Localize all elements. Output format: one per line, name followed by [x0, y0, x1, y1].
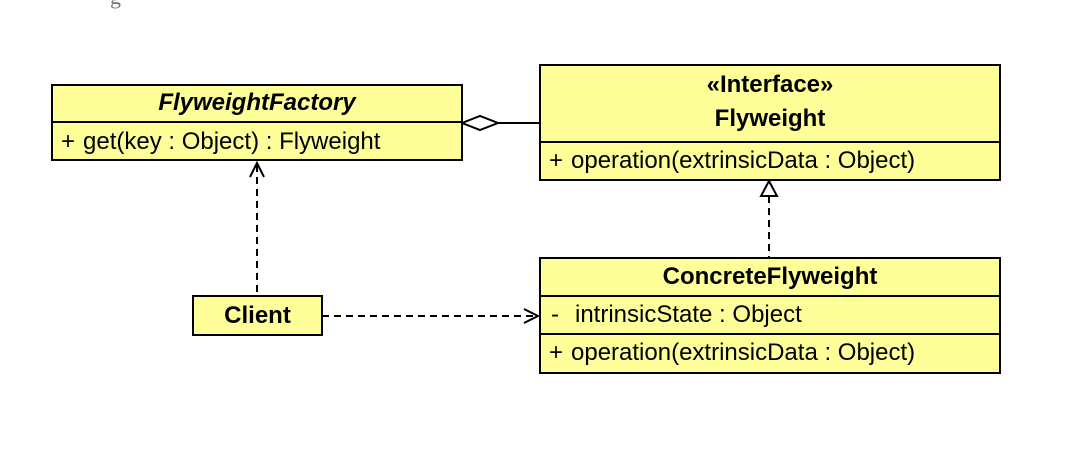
operations-compartment: + get(key : Object) : Flyweight — [53, 121, 461, 161]
operation-signature: operation(extrinsicData : Object) — [571, 147, 916, 174]
dependency-edge-client-factory — [249, 160, 265, 296]
class-flyweight-factory[interactable]: FlyweightFactory + get(key : Object) : Fl… — [51, 84, 463, 161]
realization-edge — [759, 178, 779, 258]
visibility-marker: + — [549, 339, 564, 366]
operations-compartment: + operation(extrinsicData : Object) — [541, 333, 999, 371]
class-name: Client — [224, 302, 291, 329]
realization-triangle — [759, 178, 779, 197]
aggregation-diamond — [459, 114, 501, 132]
class-concrete-flyweight[interactable]: ConcreteFlyweight -intrinsicState : Obje… — [539, 257, 1001, 374]
name-compartment: «Interface» Flyweight — [541, 66, 999, 141]
attribute-row: -intrinsicState : Object — [541, 297, 999, 333]
dependency-arrowhead-up — [249, 160, 265, 178]
attribute-signature: intrinsicState : Object — [575, 301, 802, 328]
operation-signature: get(key : Object) : Flyweight — [83, 128, 381, 155]
class-name: FlyweightFactory — [158, 89, 356, 116]
cropped-heading-fragment: g — [110, 0, 121, 10]
class-client[interactable]: Client — [192, 295, 323, 336]
operation-row: + get(key : Object) : Flyweight — [53, 123, 461, 161]
aggregation-edge — [459, 114, 540, 132]
visibility-marker: + — [549, 147, 564, 174]
dependency-edge-client-concrete — [322, 308, 541, 324]
operations-compartment: + operation(extrinsicData : Object) — [541, 141, 999, 179]
attributes-compartment: -intrinsicState : Object — [541, 295, 999, 333]
dependency-arrowhead-right — [523, 308, 541, 324]
class-name: ConcreteFlyweight — [662, 263, 878, 290]
visibility-marker: - — [551, 301, 559, 328]
operation-row: + operation(extrinsicData : Object) — [541, 335, 999, 371]
class-name: Flyweight — [714, 105, 826, 132]
stereotype-label: «Interface» — [706, 71, 834, 98]
interface-flyweight[interactable]: «Interface» Flyweight + operation(extrins… — [539, 64, 1001, 181]
operation-row: + operation(extrinsicData : Object) — [541, 143, 999, 179]
operation-signature: operation(extrinsicData : Object) — [571, 339, 916, 366]
visibility-marker: + — [61, 128, 76, 155]
